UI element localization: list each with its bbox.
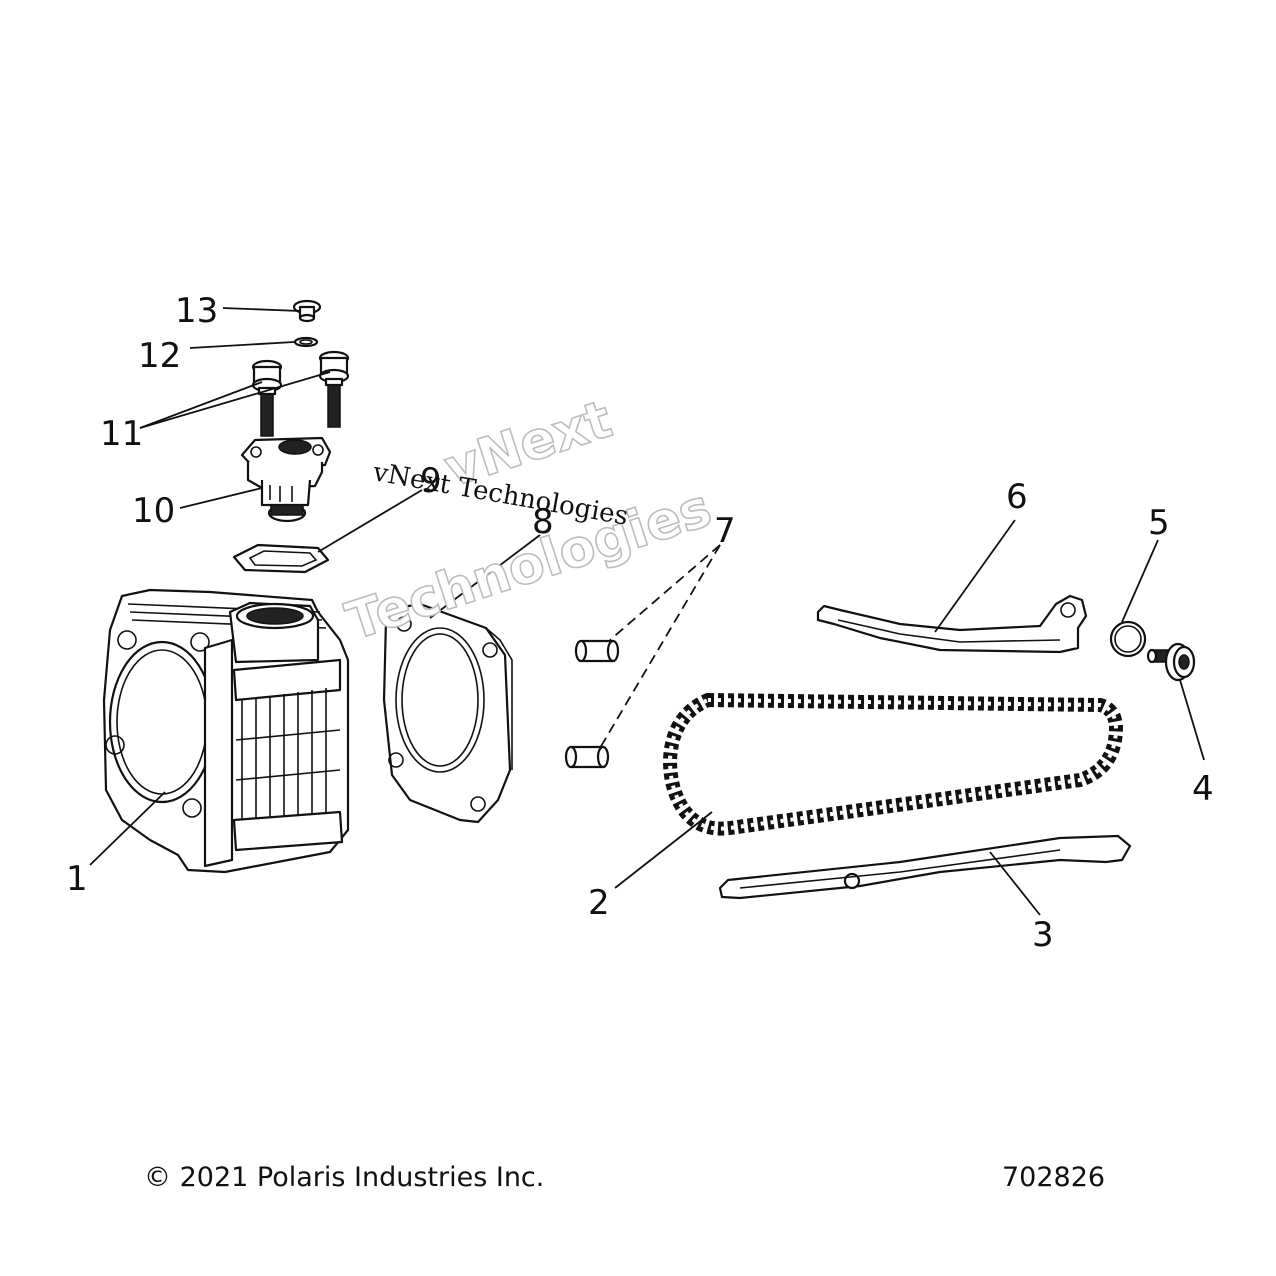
callout-6: 6 (1006, 477, 1028, 517)
callout-11: 11 (100, 414, 143, 454)
part-3-lower-guide (718, 834, 1132, 900)
part-1-cylinder (102, 588, 350, 874)
callout-labels: 13 12 11 10 9 8 7 6 5 4 3 2 1 (66, 291, 1214, 955)
part-6-chain-guide (816, 594, 1088, 654)
watermark: vNext Technologies vNext Technologies (338, 389, 719, 654)
callout-12: 12 (138, 336, 181, 376)
part-7-dowels (564, 639, 620, 769)
callout-1: 1 (66, 859, 88, 899)
part-12-ring (293, 336, 319, 348)
callout-2: 2 (588, 883, 610, 923)
part-13-cap (292, 299, 322, 323)
callout-13: 13 (175, 291, 218, 331)
callout-8: 8 (532, 502, 554, 542)
figure-number: 702826 (1002, 1162, 1105, 1193)
part-8-head-gasket (382, 602, 513, 824)
part-11-bolts (251, 350, 350, 437)
callout-9: 9 (420, 461, 442, 501)
callout-10: 10 (132, 491, 175, 531)
leader-lines (89, 307, 1205, 916)
part-10-tensioner (240, 436, 332, 523)
part-4-flange-bolt (1146, 642, 1196, 682)
part-2-timing-chain (662, 692, 1123, 836)
part-5-o-ring (1109, 620, 1147, 658)
copyright-text: © 2021 Polaris Industries Inc. (144, 1162, 544, 1193)
callout-4: 4 (1192, 769, 1214, 809)
callout-7: 7 (714, 511, 736, 551)
part-9-gasket (232, 543, 330, 574)
callout-5: 5 (1148, 503, 1170, 543)
callout-3: 3 (1032, 915, 1054, 955)
